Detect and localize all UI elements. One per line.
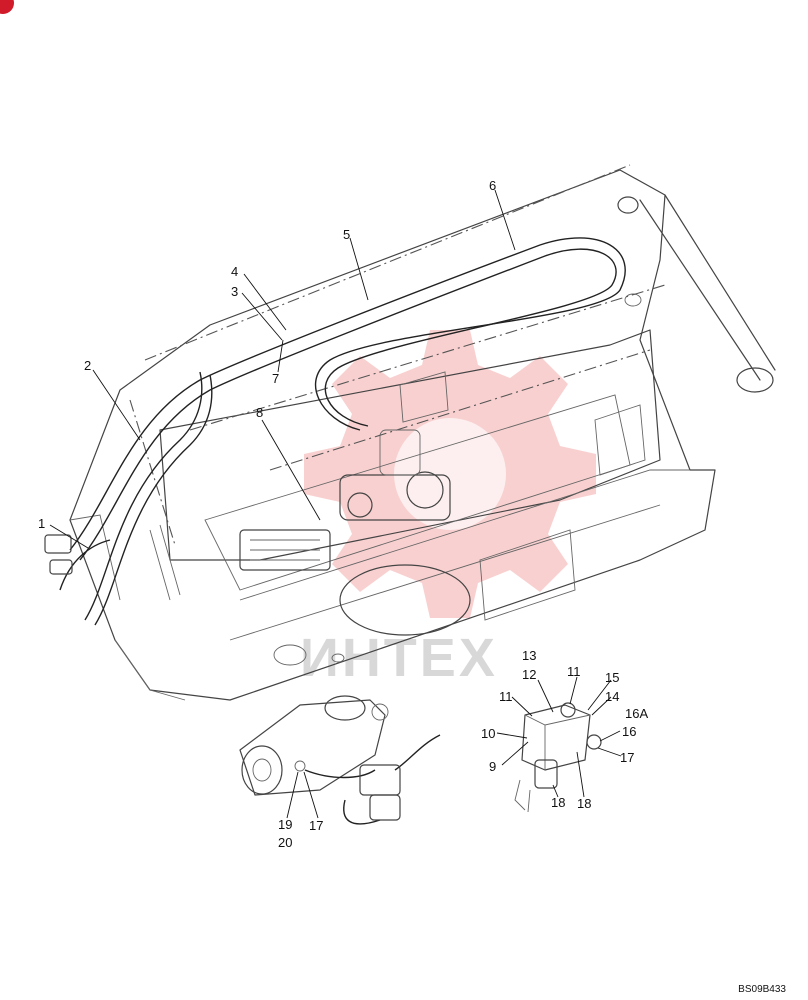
callout-18-left: 18 xyxy=(551,795,565,810)
callout-15: 15 xyxy=(605,670,619,685)
callout-17-left: 17 xyxy=(309,818,323,833)
callout-2: 2 xyxy=(84,358,91,373)
callout-7: 7 xyxy=(272,371,279,386)
callout-5: 5 xyxy=(343,227,350,242)
callout-3: 3 xyxy=(231,284,238,299)
detail-valve-block xyxy=(514,702,602,813)
callout-6: 6 xyxy=(489,178,496,193)
hydraulic-hoses xyxy=(59,237,626,626)
callout-leaders xyxy=(49,189,622,819)
fitting-left xyxy=(44,534,73,575)
callout-20: 20 xyxy=(278,835,292,850)
machine-frame xyxy=(69,164,776,701)
corner-logo-mark xyxy=(0,0,14,14)
callout-19: 19 xyxy=(278,817,292,832)
callout-17-right: 17 xyxy=(620,750,634,765)
callout-10: 10 xyxy=(481,726,495,741)
callout-4: 4 xyxy=(231,264,238,279)
callout-8: 8 xyxy=(256,405,263,420)
document-code: BS09B433 xyxy=(738,984,786,995)
callout-1: 1 xyxy=(38,516,45,531)
callout-13: 13 xyxy=(522,648,536,663)
callout-16: 16 xyxy=(622,724,636,739)
detail-pump xyxy=(239,695,441,825)
callout-9: 9 xyxy=(489,759,496,774)
callout-labels: 1 2 3 4 5 6 7 8 9 10 11 11 12 13 14 15 1… xyxy=(38,178,648,850)
callout-16a: 16A xyxy=(625,706,648,721)
callout-11-right: 11 xyxy=(567,664,581,679)
callout-12: 12 xyxy=(522,667,536,682)
callout-14: 14 xyxy=(605,689,619,704)
watermark-text: ИНТЕХ xyxy=(300,628,498,688)
callout-18-right: 18 xyxy=(577,796,591,811)
pump-assembly xyxy=(239,429,451,571)
callout-11-left: 11 xyxy=(499,689,513,704)
